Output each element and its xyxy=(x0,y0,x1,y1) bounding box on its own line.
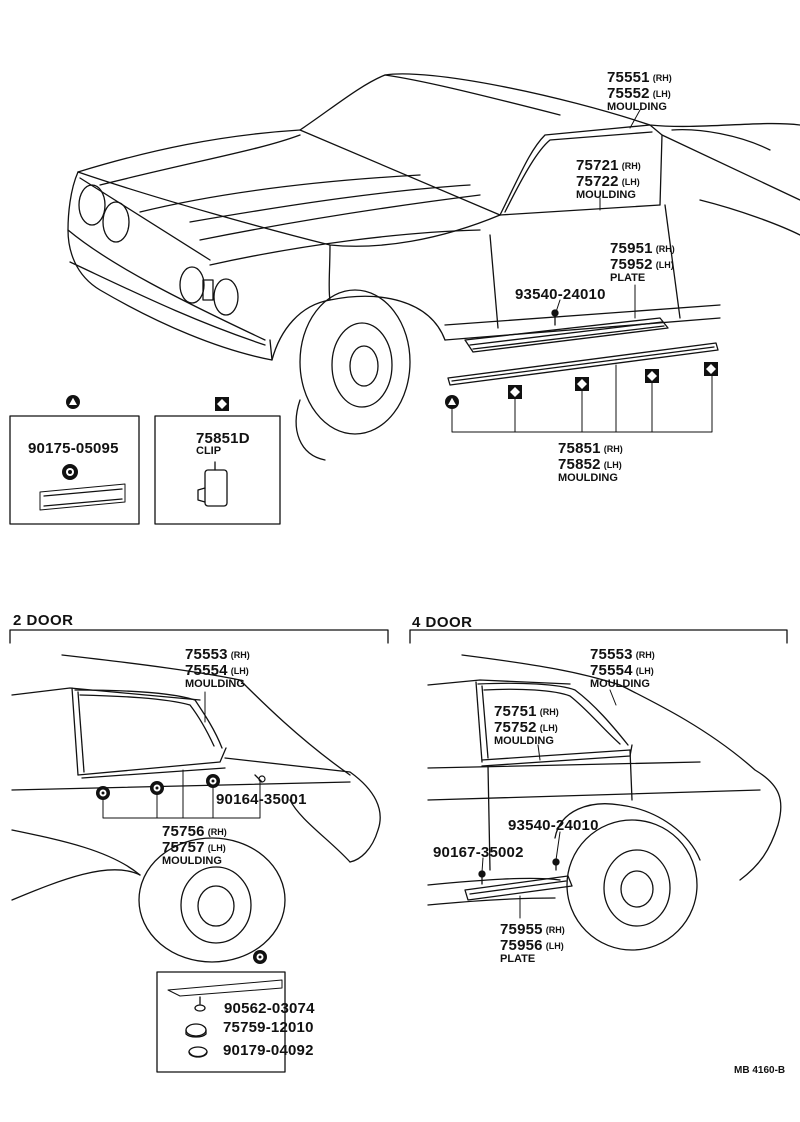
detail-box-triangle xyxy=(9,415,140,525)
part-number-lh: 75952 xyxy=(610,256,653,273)
triangle-in-circle-icon xyxy=(66,395,80,409)
section-title-4-door: 4 DOOR xyxy=(412,614,473,631)
part-number-rh: 75851 xyxy=(558,440,601,457)
diamond-in-circle-icon xyxy=(704,362,718,376)
leader-lines-4door xyxy=(481,689,617,919)
rh-suffix: (RH) xyxy=(230,650,250,660)
part-number-rh: 75551 xyxy=(607,69,650,86)
part-number-lh: 75757 xyxy=(162,839,205,856)
label-group-75851d: 75851D CLIP xyxy=(196,431,250,457)
rh-suffix: (RH) xyxy=(545,925,565,935)
label-group-75851: 75851(RH) 75852(LH) MOULDING xyxy=(558,441,623,484)
dot-in-circle-icon xyxy=(206,774,220,788)
part-number-lh: 75722 xyxy=(576,173,619,190)
part-number-93540-top: 93540-24010 xyxy=(515,286,606,303)
lh-suffix: (LH) xyxy=(635,666,654,676)
lh-suffix: (LH) xyxy=(545,941,564,951)
diamond-in-circle-icon xyxy=(215,397,229,411)
label-group-75551: 75551(RH) 75552(LH) MOULDING xyxy=(607,70,672,113)
part-number-90164: 90164-35001 xyxy=(216,791,307,808)
lh-suffix: (LH) xyxy=(652,89,671,99)
lh-suffix: (LH) xyxy=(230,666,249,676)
rh-suffix: (RH) xyxy=(652,73,672,83)
part-number-lh: 75552 xyxy=(607,85,650,102)
diamond-in-circle-icon xyxy=(575,377,589,391)
dot-in-circle-icon xyxy=(150,781,164,795)
clip-nut-icon xyxy=(62,464,78,480)
part-number-lh: 75852 xyxy=(558,456,601,473)
part-number-rh: 75951 xyxy=(610,240,653,257)
lh-suffix: (LH) xyxy=(655,260,674,270)
dot-in-circle-icon xyxy=(253,950,267,964)
leader-lines-2door xyxy=(102,691,261,819)
label-group-75756: 75756(RH) 75757(LH) MOULDING xyxy=(162,824,227,867)
part-name: MOULDING xyxy=(185,678,245,690)
part-name: PLATE xyxy=(500,953,536,965)
triangle-in-circle-icon xyxy=(445,395,459,409)
part-name: CLIP xyxy=(196,445,222,457)
section-title-2-door: 2 DOOR xyxy=(13,612,74,629)
diamond-in-circle-icon xyxy=(645,369,659,383)
lh-suffix: (LH) xyxy=(539,723,558,733)
diagram-code: MB 4160-B xyxy=(734,1065,786,1076)
part-name: MOULDING xyxy=(590,678,650,690)
label-group-75553-4door: 75553(RH) 75554(LH) MOULDING xyxy=(590,647,655,690)
part-number-lh: 75554 xyxy=(590,662,633,679)
part-name: MOULDING xyxy=(494,735,554,747)
part-number-rh: 75955 xyxy=(500,921,543,938)
part-number-rh: 75553 xyxy=(185,646,228,663)
label-group-75553-2door: 75553(RH) 75554(LH) MOULDING xyxy=(185,647,250,690)
diamond-in-circle-icon xyxy=(508,385,522,399)
part-number-90167: 90167-35002 xyxy=(433,844,524,861)
part-number-rh: 75721 xyxy=(576,157,619,174)
part-number-lh: 75554 xyxy=(185,662,228,679)
part-name: MOULDING xyxy=(558,472,618,484)
part-name: PLATE xyxy=(610,272,646,284)
rh-suffix: (RH) xyxy=(603,444,623,454)
part-name: MOULDING xyxy=(162,855,222,867)
car-2door-illustration xyxy=(11,654,381,963)
detail-box-diamond xyxy=(154,415,281,525)
part-number: 75851D xyxy=(196,430,250,447)
lh-suffix: (LH) xyxy=(621,177,640,187)
rh-suffix: (RH) xyxy=(655,244,675,254)
leader-lines-top xyxy=(451,109,713,433)
label-group-75751: 75751(RH) 75752(LH) MOULDING xyxy=(494,704,559,747)
part-name: MOULDING xyxy=(576,189,636,201)
part-number-90562: 90562-03074 xyxy=(224,1000,315,1017)
rh-suffix: (RH) xyxy=(635,650,655,660)
part-number-lh: 75956 xyxy=(500,937,543,954)
part-name: MOULDING xyxy=(607,101,667,113)
car-top-illustration xyxy=(67,73,800,461)
part-number-rh: 75751 xyxy=(494,703,537,720)
part-number-75759: 75759-12010 xyxy=(223,1019,314,1036)
detail-box-dot xyxy=(156,971,286,1073)
label-group-75951: 75951(RH) 75952(LH) PLATE xyxy=(610,241,675,284)
lh-suffix: (LH) xyxy=(207,843,226,853)
part-number-93540-4door: 93540-24010 xyxy=(508,817,599,834)
part-number-rh: 75756 xyxy=(162,823,205,840)
part-number-lh: 75752 xyxy=(494,719,537,736)
car-4door-illustration xyxy=(427,654,782,951)
screw-icon xyxy=(258,775,266,783)
part-number-90175: 90175-05095 xyxy=(28,440,119,457)
lh-suffix: (LH) xyxy=(603,460,622,470)
part-number-rh: 75553 xyxy=(590,646,633,663)
rh-suffix: (RH) xyxy=(621,161,641,171)
part-number-90179: 90179-04092 xyxy=(223,1042,314,1059)
rh-suffix: (RH) xyxy=(539,707,559,717)
rh-suffix: (RH) xyxy=(207,827,227,837)
label-group-75955: 75955(RH) 75956(LH) PLATE xyxy=(500,922,565,965)
dot-in-circle-icon xyxy=(96,786,110,800)
label-group-75721: 75721(RH) 75722(LH) MOULDING xyxy=(576,158,641,201)
